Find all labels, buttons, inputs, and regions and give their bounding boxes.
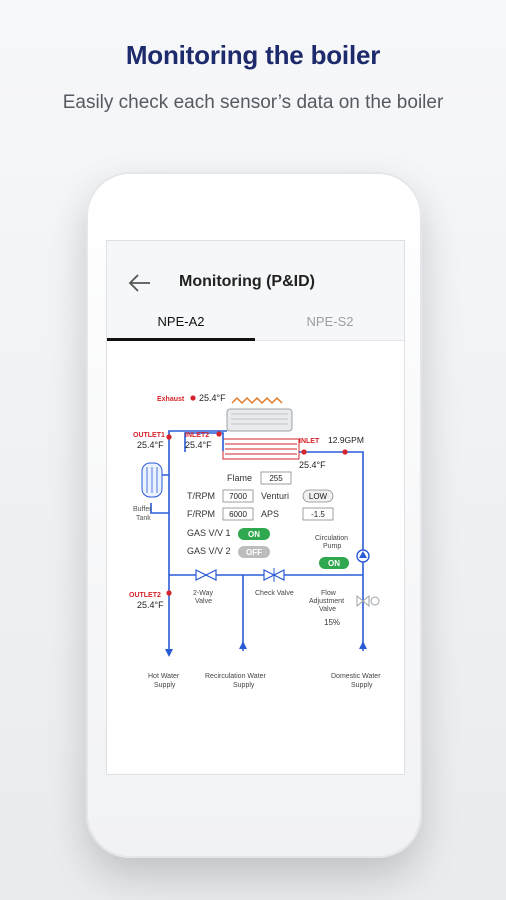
- venturi-value-box: [302, 489, 334, 503]
- check-valve-label: Check Valve: [255, 590, 294, 597]
- flow-adjustment-valve-icon: [356, 594, 380, 608]
- tab-npe-a2[interactable]: NPE-A2: [157, 314, 205, 329]
- gas-vv1-toggle[interactable]: [238, 528, 270, 540]
- domestic-label-1: Domestic Water: [331, 673, 381, 680]
- inlet-label: INLET: [299, 438, 320, 445]
- flow-valve-label-1: Flow: [321, 590, 337, 597]
- check-valve-icon: [263, 568, 285, 582]
- flow-valve-label-2: Adjustment: [309, 598, 344, 605]
- active-tab-indicator: [107, 338, 255, 341]
- flame-value: 255: [269, 474, 283, 483]
- two-way-valve-icon: [195, 569, 217, 581]
- inlet2-value: 25.4°F: [185, 440, 212, 450]
- flow-valve-value: 15%: [324, 618, 340, 627]
- inlet-flow-value: 12.9GPM: [328, 435, 364, 445]
- flame-label: Flame: [227, 473, 252, 483]
- trpm-label: T/RPM: [187, 491, 215, 501]
- outlet2-value: 25.4°F: [137, 600, 164, 610]
- page-title: Monitoring (P&ID): [179, 273, 315, 290]
- circ-pump-value: ON: [328, 559, 340, 568]
- frpm-value-box: [222, 507, 254, 521]
- app-screen: Monitoring (P&ID) NPE-A2 NPE-S2: [106, 240, 405, 775]
- venturi-label: Venturi: [261, 491, 289, 501]
- outlet1-value: 25.4°F: [137, 440, 164, 450]
- gas-vv2-label: GAS V/V 2: [187, 546, 231, 556]
- exhaust-label: Exhaust: [157, 396, 185, 403]
- outlet1-label: OUTLET1: [133, 432, 165, 439]
- outlet2-label: OUTLET2: [129, 592, 161, 599]
- circ-pump-label-1: Circulation: [315, 535, 348, 542]
- back-arrow-icon[interactable]: [127, 271, 153, 295]
- hot-water-label-2: Supply: [154, 682, 176, 689]
- frpm-label: F/RPM: [187, 509, 215, 519]
- heat-exchanger-secondary: [222, 438, 300, 460]
- circ-pump-label-2: Pump: [323, 543, 341, 550]
- gas-vv1-label: GAS V/V 1: [187, 528, 231, 538]
- two-way-valve-label-1: 2-Way: [193, 590, 213, 597]
- gas-vv1-value: ON: [248, 530, 260, 539]
- flow-valve-label-3: Valve: [319, 606, 336, 613]
- headline: Monitoring the boiler: [125, 40, 381, 70]
- aps-label: APS: [261, 509, 279, 519]
- flame-value-box: [260, 471, 292, 485]
- inlet2-label: INLET2: [185, 432, 209, 439]
- frpm-value: 6000: [229, 510, 247, 519]
- hot-water-label-1: Hot Water: [148, 673, 180, 680]
- heat-exchanger-top: [226, 396, 293, 432]
- recirculation-label-1: Recirculation Water: [205, 673, 266, 680]
- tab-npe-s2[interactable]: NPE-S2: [306, 314, 354, 329]
- aps-value-box: [302, 507, 334, 521]
- exhaust-value: 25.4°F: [199, 393, 226, 403]
- sensor-dots: [166, 395, 348, 596]
- app-bar: Monitoring (P&ID) NPE-A2 NPE-S2: [107, 241, 404, 341]
- subheadline: Easily check each sensor’s data on the b…: [62, 92, 444, 113]
- two-way-valve-label-2: Valve: [195, 598, 212, 605]
- buffer-tank-label-2: Tank: [136, 515, 151, 522]
- recirculation-label-2: Supply: [233, 682, 255, 689]
- pid-diagram: Buffer Tank Exhaust 25.4°F OUTLET1 25.4°…: [129, 393, 381, 689]
- flow-arrows: [165, 641, 367, 657]
- domestic-label-2: Supply: [351, 682, 373, 689]
- gas-vv2-toggle[interactable]: [238, 546, 270, 558]
- circulation-pump-icon: [356, 549, 370, 563]
- buffer-tank-label-1: Buffer: [133, 506, 152, 513]
- buffer-tank: [141, 462, 163, 498]
- aps-value: -1.5: [311, 510, 325, 519]
- inlet-temp-value: 25.4°F: [299, 460, 326, 470]
- circ-pump-toggle[interactable]: [319, 557, 349, 569]
- tab-divider: [107, 340, 404, 341]
- trpm-value-box: [222, 489, 254, 503]
- trpm-value: 7000: [229, 492, 247, 501]
- venturi-value: LOW: [309, 492, 328, 501]
- gas-vv2-value: OFF: [246, 548, 262, 557]
